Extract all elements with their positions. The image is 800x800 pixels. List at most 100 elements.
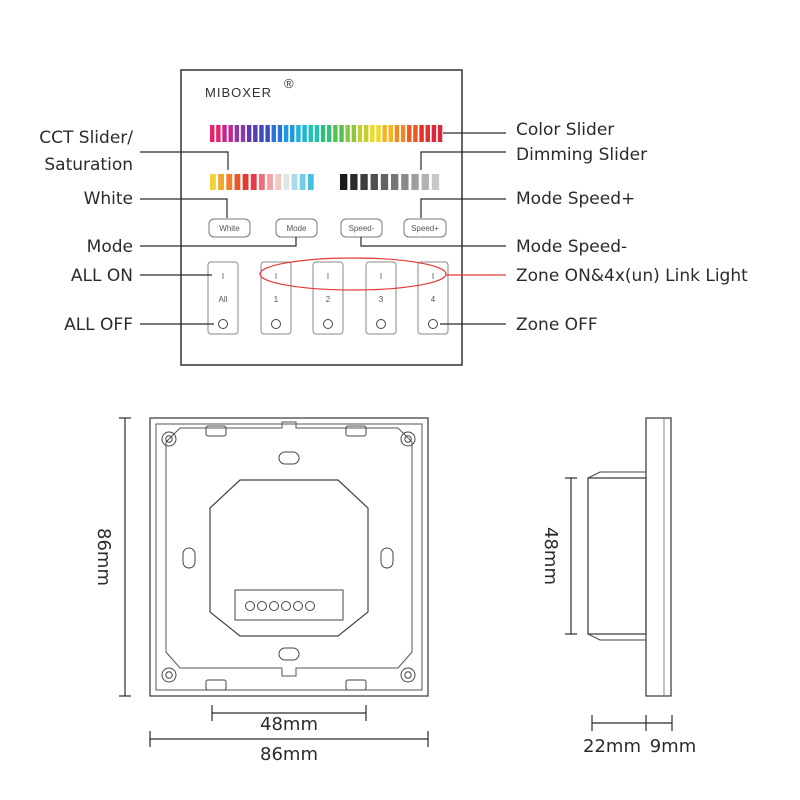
label-cct-slider-line2: Saturation: [44, 155, 133, 175]
label-cct-slider-line1: CCT Slider/: [39, 128, 133, 148]
color-slider-segment: [407, 125, 412, 142]
color-slider-segment: [314, 125, 320, 142]
cct-slider-segment: [218, 174, 225, 190]
leader-cct-slider: [140, 151, 229, 170]
zone-key-2[interactable]: I 2: [312, 261, 344, 335]
zone-3-on-glyph: I: [380, 272, 382, 281]
color-slider-segment: [253, 125, 258, 142]
clip-tabs: [205, 425, 367, 691]
cct-slider-segment: [210, 174, 216, 190]
cct-slider-segment: [307, 174, 314, 190]
label-zone-on: Zone ON&4x(un) Link Light: [516, 266, 748, 286]
cct-slider-segment: [291, 174, 298, 190]
color-slider-segment: [296, 125, 301, 142]
zone-4-label: 4: [431, 295, 436, 304]
color-slider-segment: [357, 125, 363, 142]
dimming-slider-segment: [411, 174, 419, 190]
leader-mode: [140, 237, 297, 247]
zone-2-on-glyph: I: [327, 272, 329, 281]
dimming-slider-segment: [421, 174, 429, 190]
leader-dimming-slider: [420, 151, 506, 170]
dimming-slider-segment: [370, 174, 378, 190]
color-slider-segment: [246, 125, 252, 142]
color-slider-segment: [388, 125, 394, 142]
corner-screw-icons: [161, 431, 416, 683]
color-slider-segment: [419, 125, 424, 142]
zone-1-off-icon: [271, 319, 281, 329]
leader-mode-speed-minus: [360, 237, 506, 247]
dim-side-depth: 22mm: [583, 736, 641, 757]
dimming-slider-segment: [350, 174, 358, 190]
color-slider-segment: [222, 125, 227, 142]
dim-side-thickness: 9mm: [650, 736, 697, 757]
cct-slider-segment: [226, 174, 233, 190]
label-all-off: ALL OFF: [64, 315, 133, 335]
color-slider-segment: [320, 125, 326, 142]
label-mode-speed-minus: Mode Speed-: [516, 237, 627, 257]
dimming-slider-segment: [431, 174, 440, 190]
white-button-label: White: [219, 224, 240, 233]
color-slider-segment: [327, 125, 332, 142]
zone-key-3[interactable]: I 3: [365, 261, 397, 335]
back-view: [149, 417, 429, 697]
color-slider-segment: [370, 125, 375, 142]
color-slider-segment: [290, 125, 295, 142]
back-plate-inner: [155, 423, 423, 691]
color-slider-segment: [431, 125, 437, 142]
cct-slider-segment: [283, 174, 290, 190]
color-slider-segment: [437, 125, 443, 142]
dim-back-height: 86mm: [93, 528, 114, 586]
cct-slider-segment: [242, 174, 249, 190]
speed-plus-button[interactable]: Speed+: [403, 218, 447, 238]
label-dimming-slider: Dimming Slider: [516, 145, 647, 165]
dimming-slider[interactable]: [340, 174, 440, 190]
mounting-slot-icons: [182, 451, 394, 661]
color-slider-segment: [265, 125, 270, 142]
zone-all-off-icon: [218, 319, 228, 329]
color-slider-segment: [425, 125, 430, 142]
mode-button-label: Mode: [286, 224, 307, 233]
label-mode-speed-plus: Mode Speed+: [516, 189, 635, 209]
zone-1-label: 1: [274, 295, 279, 304]
dimming-slider-segment: [391, 174, 399, 190]
zone-key-1[interactable]: I 1: [260, 261, 292, 335]
dim-side-height: 48mm: [540, 527, 561, 585]
zone-1-on-glyph: I: [275, 272, 277, 281]
zone-3-label: 3: [379, 295, 384, 304]
callout-leaders: [140, 132, 506, 325]
cct-slider-segment: [267, 174, 273, 190]
dim-back-inner-width: 48mm: [260, 714, 318, 735]
front-panel: MIBOXER ® White Mode Speed- Speed+ I All: [180, 69, 463, 366]
white-button[interactable]: White: [208, 218, 251, 238]
mode-button[interactable]: Mode: [275, 218, 318, 238]
zone-key-4[interactable]: I 4: [417, 261, 449, 335]
color-slider-segment: [210, 125, 215, 142]
dimming-slider-segment: [340, 174, 348, 190]
label-zone-off: Zone OFF: [516, 315, 598, 335]
brand-logo: MIBOXER: [205, 85, 272, 100]
zone-all-on-glyph: I: [222, 272, 224, 281]
label-color-slider: Color Slider: [516, 120, 614, 140]
label-all-on: ALL ON: [71, 266, 133, 286]
color-slider-segment: [400, 125, 406, 142]
label-white: White: [84, 189, 133, 209]
zone-key-all[interactable]: I All: [207, 261, 239, 335]
zone-3-off-icon: [376, 319, 386, 329]
side-body: [587, 477, 647, 635]
speed-minus-button[interactable]: Speed-: [340, 218, 383, 238]
color-slider-segment: [216, 125, 221, 142]
zone-4-on-glyph: I: [432, 272, 434, 281]
cct-slider-segment: [275, 174, 282, 190]
cct-slider-segment: [299, 174, 306, 190]
color-slider-segment: [302, 125, 307, 142]
leader-white: [140, 198, 228, 218]
color-slider-segment: [240, 125, 246, 142]
brand-registered-mark: ®: [284, 76, 295, 91]
zone-2-label: 2: [326, 295, 331, 304]
color-slider-segment: [259, 125, 264, 142]
zone-on-highlight-ellipse: [259, 257, 447, 291]
cct-slider[interactable]: [210, 174, 314, 190]
side-faceplate: [645, 417, 672, 697]
color-slider[interactable]: [210, 125, 443, 142]
